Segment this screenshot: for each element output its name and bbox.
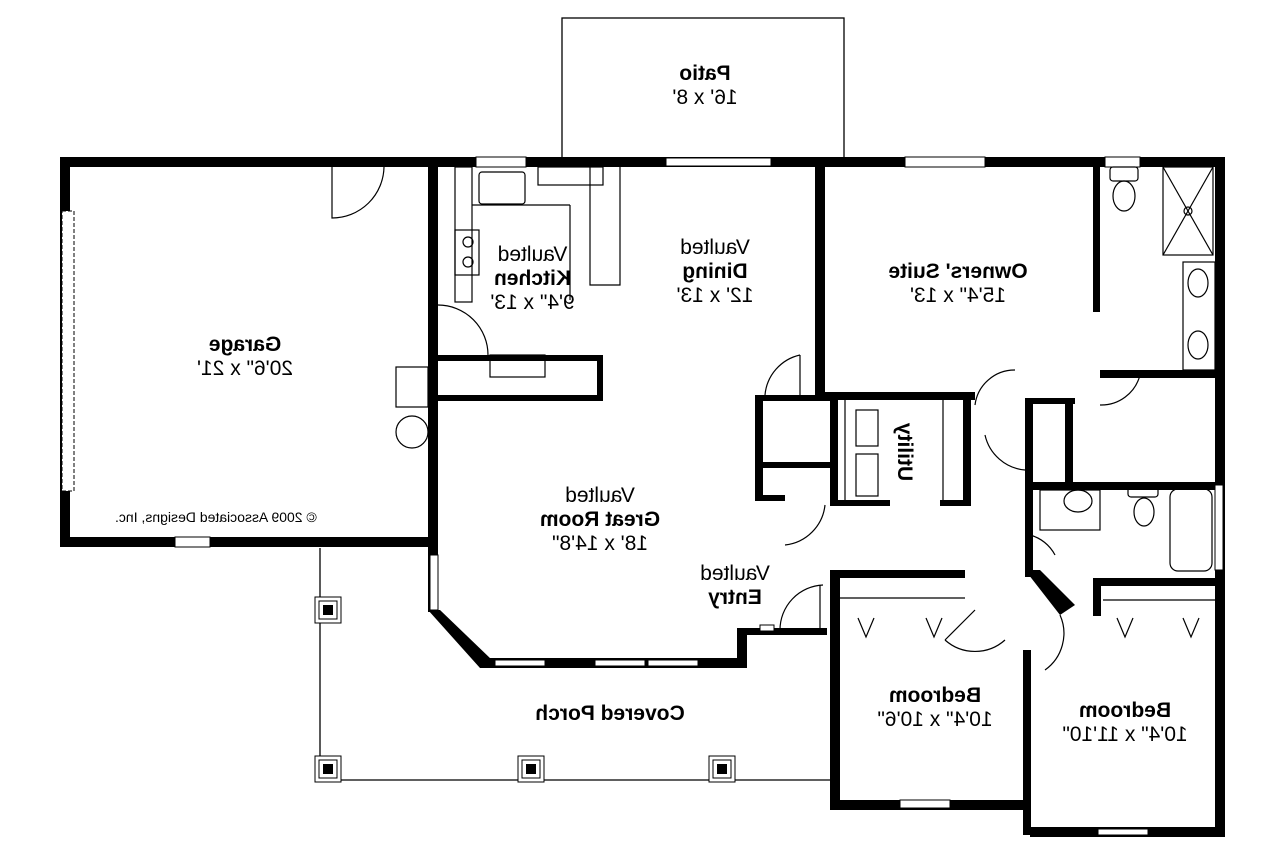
room-dimensions: 16' x 8' xyxy=(672,86,738,110)
room-dimensions: 15'4" x 13' xyxy=(909,284,1007,308)
room-qualifier: Vaulted xyxy=(680,236,750,259)
porch-columns xyxy=(314,596,736,783)
room-dimensions: 18' x 14'8" xyxy=(551,532,649,556)
room-label-bedroom-1: Bedroom 10'4" x 10'6" xyxy=(860,684,1010,732)
room-label-great-room: Vaulted Great Room 18' x 14'8" xyxy=(510,484,690,556)
garage-door xyxy=(61,210,75,492)
room-dimensions: 12' x 13' xyxy=(676,284,754,308)
room-name: Garage xyxy=(208,333,282,356)
room-name: Kitchen xyxy=(494,267,572,291)
room-dimensions: 20'6" x 21' xyxy=(196,357,294,381)
room-label-owners-suite: Owners' Suite 15'4" x 13' xyxy=(858,260,1058,308)
room-dimensions: 9'4" x 13' xyxy=(490,291,575,315)
room-label-patio: Patio 16' x 8' xyxy=(640,62,770,110)
room-name: Owners' Suite xyxy=(888,260,1028,283)
room-label-dining: Vaulted Dining 12' x 13' xyxy=(660,236,770,308)
room-name: Great Room xyxy=(539,508,661,532)
room-name: Bedroom xyxy=(1078,699,1172,722)
room-qualifier: Vaulted xyxy=(700,562,770,585)
room-name: Dining xyxy=(682,260,748,284)
room-label-kitchen: Vaulted Kitchen 9'4" x 13' xyxy=(475,243,590,315)
room-name: Entry xyxy=(708,586,762,610)
room-label-covered-porch: Covered Porch xyxy=(505,702,715,726)
walls xyxy=(60,157,1225,837)
room-name: Bedroom xyxy=(888,684,982,707)
room-name: Covered Porch xyxy=(535,702,685,725)
room-name: Patio xyxy=(679,62,731,85)
room-label-bedroom-2: Bedroom 10'4" x 11'10" xyxy=(1045,699,1205,747)
room-qualifier: Vaulted xyxy=(565,484,635,507)
room-qualifier: Vaulted xyxy=(497,243,568,266)
room-dimensions: 10'4" x 10'6" xyxy=(877,708,993,732)
room-label-utility: Utility xyxy=(893,422,917,482)
copyright-notice: © 2009 Associated Designs, Inc. xyxy=(115,509,317,525)
room-dimensions: 10'4" x 11'10" xyxy=(1062,723,1188,747)
room-label-entry: Vaulted Entry xyxy=(685,562,785,610)
room-label-garage: Garage 20'6" x 21' xyxy=(160,333,330,381)
